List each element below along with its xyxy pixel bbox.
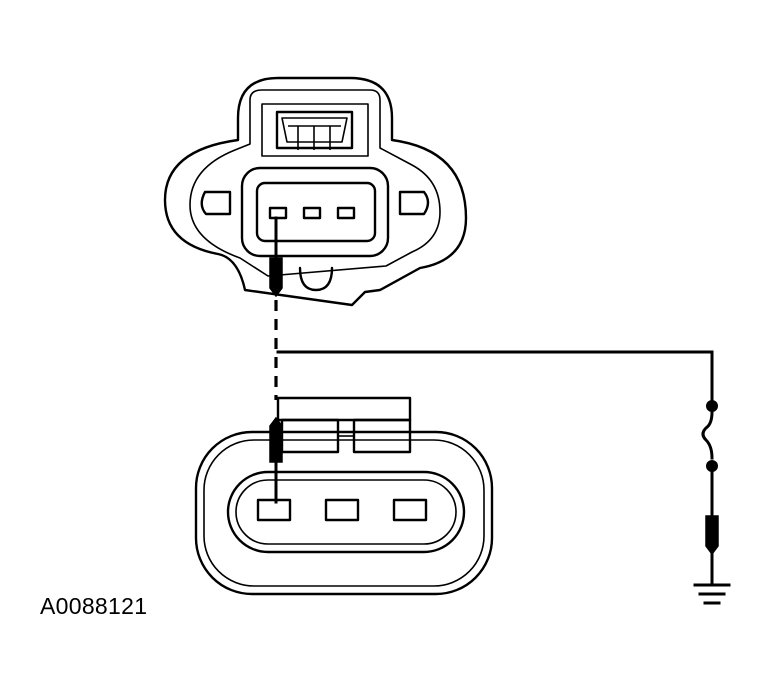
lower-connector-housing-inner — [203, 439, 485, 587]
ground-test-clip — [705, 515, 719, 556]
lower-connector-face — [226, 470, 466, 554]
lower-terminal-3 — [392, 498, 428, 522]
upper-terminal-cavity-outer — [240, 166, 390, 258]
upper-connector — [163, 76, 468, 307]
lower-connector-housing — [194, 430, 494, 596]
fuse-icon — [701, 400, 718, 472]
upper-latch-housing — [261, 103, 369, 157]
upper-locking-tab — [275, 110, 354, 150]
figure-reference-code: A0088121 — [40, 593, 148, 619]
upper-locking-tab-ribs — [288, 125, 341, 150]
ground-symbol-icon — [693, 583, 731, 605]
lower-latch-right-pad — [352, 418, 412, 454]
upper-key-notch — [298, 266, 334, 292]
upper-left-clip — [200, 190, 232, 216]
lower-terminal-1 — [256, 498, 292, 522]
upper-right-clip — [398, 190, 430, 216]
upper-terminal-cavity — [255, 181, 377, 243]
lower-connector — [194, 396, 494, 596]
lower-terminal-2 — [324, 498, 360, 522]
lower-latch-left-pad — [280, 418, 340, 454]
upper-connector-inner-shell — [189, 89, 441, 277]
lower-connector-face-inner — [235, 479, 457, 545]
lower-probe-tip — [269, 416, 283, 463]
lower-latch — [276, 396, 412, 422]
test-circuit — [269, 216, 731, 605]
upper-connector-outer-shell — [163, 76, 468, 307]
upper-pin-1 — [268, 206, 288, 220]
upper-pin-3 — [336, 206, 356, 220]
upper-locking-tab-inner — [281, 117, 348, 143]
upper-pin-2 — [302, 206, 322, 220]
upper-probe-tip — [269, 257, 283, 298]
